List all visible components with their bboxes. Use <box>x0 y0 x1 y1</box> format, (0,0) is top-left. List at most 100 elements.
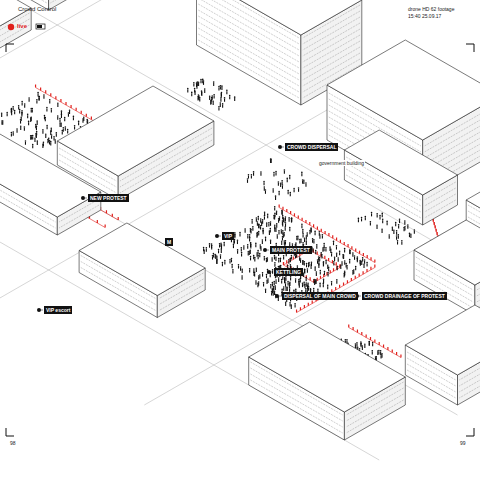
person-figure <box>275 172 276 175</box>
person-head <box>302 260 304 262</box>
person-head <box>330 248 332 250</box>
person-figure <box>302 262 303 265</box>
window-row <box>477 262 480 290</box>
person-figure <box>213 83 214 86</box>
person-head <box>28 97 30 99</box>
person-head <box>357 346 359 348</box>
person-figure <box>314 282 315 285</box>
person-figure <box>287 288 288 291</box>
person-head <box>313 288 315 290</box>
person-head <box>49 140 51 142</box>
person-head <box>295 242 297 244</box>
person-figure <box>324 244 325 247</box>
person-figure <box>307 270 308 273</box>
person-figure <box>28 122 29 125</box>
person-figure <box>21 118 22 121</box>
person-figure <box>263 284 264 287</box>
person-figure <box>315 232 316 235</box>
person-figure <box>398 226 399 229</box>
person-head <box>56 132 58 134</box>
callout-tag: NEW PROTEST <box>88 194 129 202</box>
person-figure <box>46 108 47 111</box>
person-head <box>275 171 277 173</box>
person-figure <box>308 288 309 291</box>
person-head <box>353 269 355 271</box>
person-figure <box>302 230 303 233</box>
person-figure <box>343 256 344 259</box>
window-row <box>250 362 342 415</box>
person-head <box>314 266 316 268</box>
person-head <box>344 248 346 250</box>
person-head <box>278 181 280 183</box>
person-head <box>291 218 293 220</box>
person-figure <box>299 258 300 261</box>
person-head <box>270 221 272 223</box>
tag-text: DISPERSAL OF MAIN CROWD <box>284 293 356 299</box>
person-figure <box>319 233 320 236</box>
person-figure <box>60 124 61 127</box>
leader-line <box>219 236 221 237</box>
person-figure <box>365 217 366 220</box>
person-head <box>220 97 222 99</box>
person-figure <box>238 266 239 269</box>
person-figure <box>320 284 321 287</box>
window-row <box>346 394 403 427</box>
person-figure <box>302 284 303 287</box>
person-head <box>345 263 347 265</box>
person-figure <box>218 107 219 110</box>
person-head <box>263 282 265 284</box>
person-head <box>287 281 289 283</box>
person-figure <box>257 233 258 236</box>
person-figure <box>250 257 251 260</box>
person-figure <box>325 249 326 252</box>
person-head <box>336 279 338 281</box>
person-head <box>211 243 213 245</box>
person-figure <box>1 122 2 125</box>
police-figure <box>336 266 337 269</box>
person-head <box>42 143 44 145</box>
person-figure <box>333 262 334 265</box>
person-figure <box>224 99 225 102</box>
window-row <box>407 352 456 380</box>
person-head <box>288 259 290 261</box>
person-head <box>327 285 329 287</box>
person-head <box>272 282 274 284</box>
person-figure <box>334 258 335 261</box>
person-figure <box>39 97 40 100</box>
person-figure <box>274 229 275 232</box>
person-head <box>357 258 359 260</box>
person-figure <box>258 256 259 259</box>
person-figure <box>298 189 299 192</box>
person-head <box>302 229 304 231</box>
person-figure <box>274 226 275 229</box>
person-head <box>314 281 316 283</box>
person-head <box>381 353 383 355</box>
tag-text: VIP escort <box>46 307 70 313</box>
person-figure <box>42 131 43 134</box>
person-head <box>273 286 275 288</box>
person-figure <box>288 261 289 264</box>
person-head <box>289 281 291 283</box>
person-head <box>343 254 345 256</box>
person-figure <box>284 171 285 174</box>
person-head <box>201 90 203 92</box>
person-head <box>360 341 362 343</box>
person-head <box>262 230 264 232</box>
person-figure <box>349 251 350 254</box>
person-head <box>222 103 224 105</box>
person-figure <box>220 104 221 107</box>
window-row <box>459 360 480 398</box>
person-figure <box>306 284 307 287</box>
person-head <box>204 88 206 90</box>
person-figure <box>364 345 365 348</box>
person-head <box>299 283 301 285</box>
person-figure <box>306 278 307 281</box>
person-head <box>250 229 252 231</box>
person-head <box>191 92 193 94</box>
person-figure <box>267 215 268 218</box>
person-figure <box>322 249 323 252</box>
person-figure <box>323 280 324 283</box>
person-head <box>263 181 265 183</box>
person-figure <box>278 298 279 301</box>
